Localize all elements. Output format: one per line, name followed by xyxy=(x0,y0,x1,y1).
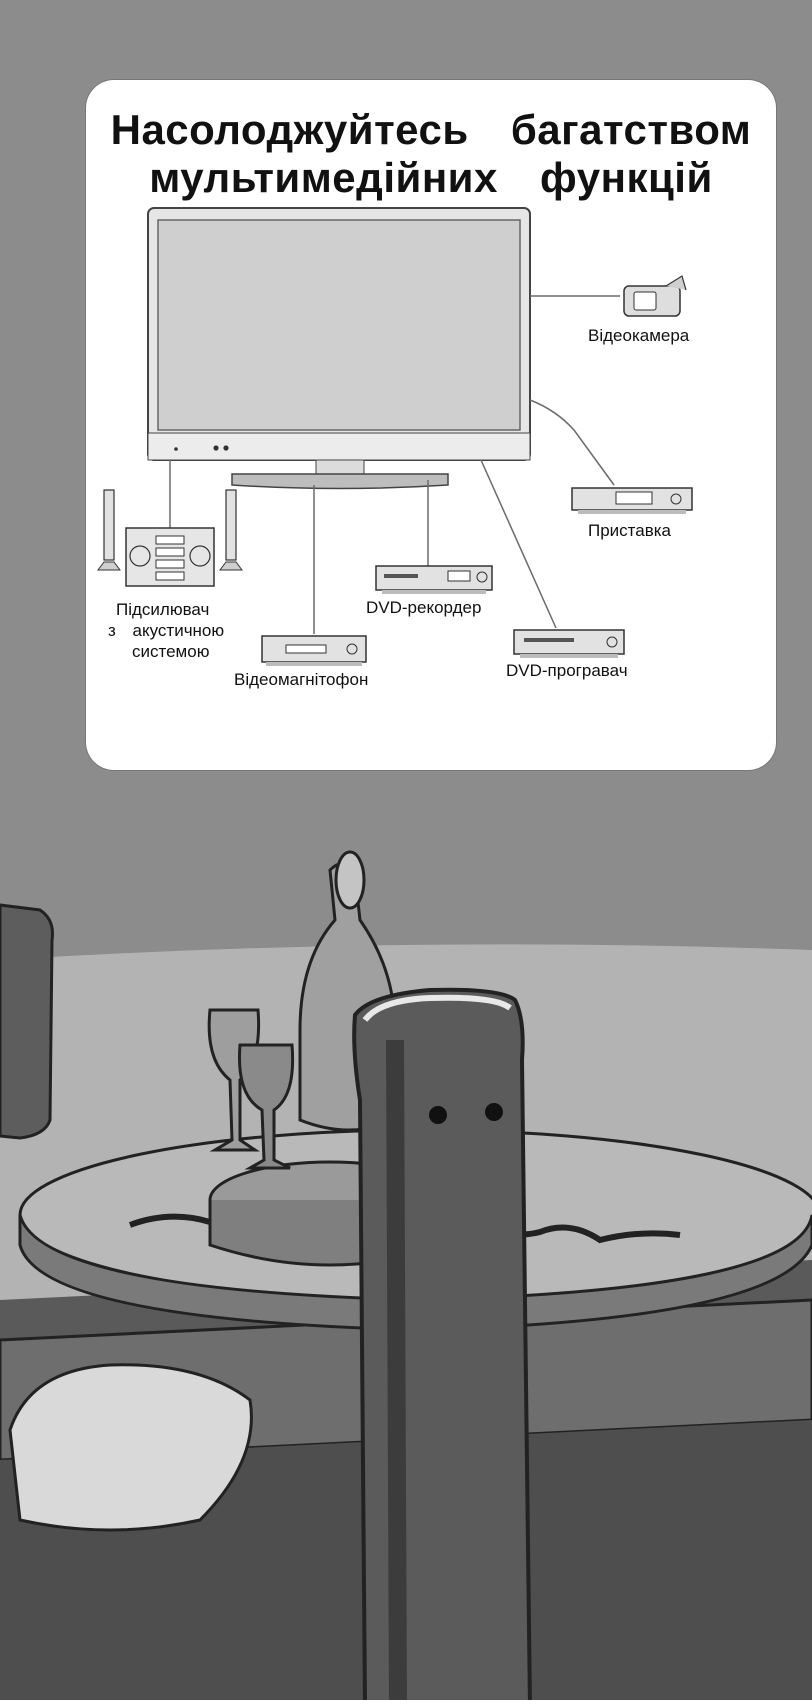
vcr-label: Відеомагнітофон xyxy=(234,670,369,689)
vcr-icon xyxy=(261,635,367,666)
camcorder-icon xyxy=(623,275,687,317)
dvd-recorder-icon xyxy=(375,565,493,594)
dvd-player-icon xyxy=(513,629,625,658)
amplifier-label-line-2: з акустичною xyxy=(108,621,225,640)
amplifier-label-line-1: Підсилювач xyxy=(116,600,210,619)
settop-box-icon xyxy=(571,487,693,514)
dvd-player-cable xyxy=(480,459,557,629)
camcorder-label: Відеокамера xyxy=(588,326,690,345)
amplifier-label-line-3: системою xyxy=(132,642,210,661)
amplifier-icon xyxy=(97,489,243,587)
features-panel: Насолоджуйтесь багатством мультимедійних… xyxy=(86,80,776,770)
settop-cable xyxy=(529,399,615,486)
panel-title-line-1: Насолоджуйтесь багатством xyxy=(110,106,752,153)
dvd-recorder-label: DVD-рекордер xyxy=(366,598,482,617)
connection-diagram xyxy=(97,207,693,666)
dvd-player-label: DVD-програвач xyxy=(506,661,628,680)
panel-title-line-2: мультимедійних функцій xyxy=(149,154,713,201)
tv-icon xyxy=(147,207,531,490)
settop-box-label: Приставка xyxy=(588,521,672,540)
